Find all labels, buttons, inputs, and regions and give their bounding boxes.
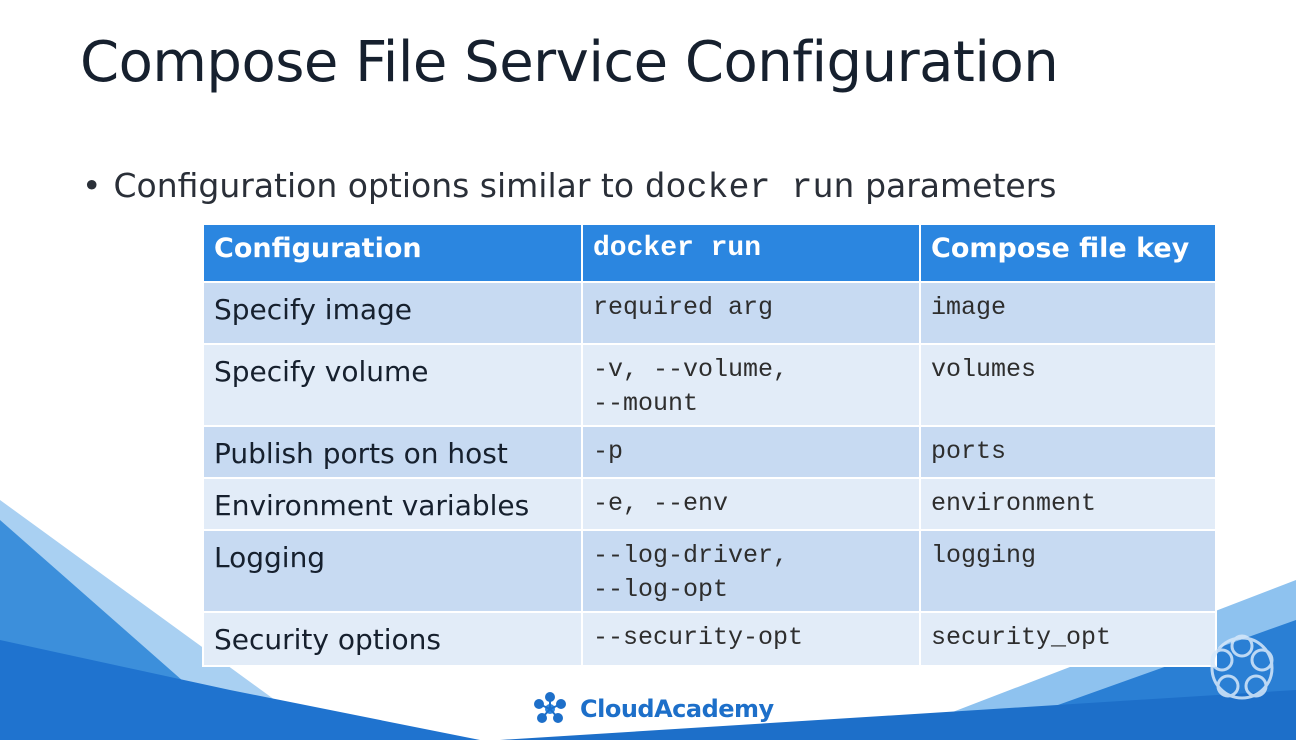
brand-name: CloudAcademy — [580, 695, 774, 723]
cell-docker-run: -v, --volume, --mount — [581, 343, 921, 427]
bullet-code: docker run — [644, 168, 855, 208]
cell-configuration: Environment variables — [202, 477, 583, 531]
cell-docker-run: -p — [581, 425, 921, 479]
cell-compose-key: ports — [919, 425, 1217, 479]
cell-compose-key: environment — [919, 477, 1217, 531]
slide-title: Compose File Service Configuration — [80, 30, 1059, 95]
table-row: Specify image required arg image — [202, 281, 1217, 345]
cloudacademy-logo-icon — [530, 689, 570, 729]
table-row: Security options --security-opt security… — [202, 611, 1217, 667]
brand-footer: CloudAcademy — [528, 686, 774, 732]
bullet-marker: • — [82, 166, 102, 205]
cell-docker-run: required arg — [581, 281, 921, 345]
bullet-point: • Configuration options similar to docker… — [82, 166, 1056, 208]
cell-docker-run: -e, --env — [581, 477, 921, 531]
cell-docker-run: --log-driver, --log-opt — [581, 529, 921, 613]
header-docker-run: docker run — [581, 223, 921, 283]
cell-configuration: Security options — [202, 611, 583, 667]
bullet-text-suffix: parameters — [854, 166, 1057, 205]
table-header-row: Configuration docker run Compose file ke… — [202, 223, 1217, 283]
bullet-text-prefix: Configuration options similar to — [113, 166, 645, 205]
table-row: Environment variables -e, --env environm… — [202, 477, 1217, 531]
bottom-background-band — [500, 690, 1296, 740]
cell-configuration: Logging — [202, 529, 583, 613]
header-configuration: Configuration — [202, 223, 583, 283]
cell-configuration: Specify image — [202, 281, 583, 345]
table-row: Specify volume -v, --volume, --mount vol… — [202, 343, 1217, 427]
cell-compose-key: volumes — [919, 343, 1217, 427]
cell-compose-key: logging — [919, 529, 1217, 613]
left-background-wedge-dark — [0, 640, 480, 740]
cloudacademy-watermark-icon — [1210, 634, 1274, 700]
cell-docker-run: --security-opt — [581, 611, 921, 667]
table-row: Publish ports on host -p ports — [202, 425, 1217, 479]
configuration-table: Configuration docker run Compose file ke… — [202, 223, 1217, 667]
cell-compose-key: image — [919, 281, 1217, 345]
header-compose-key: Compose file key — [919, 223, 1217, 283]
cell-configuration: Specify volume — [202, 343, 583, 427]
table-row: Logging --log-driver, --log-opt logging — [202, 529, 1217, 613]
cell-configuration: Publish ports on host — [202, 425, 583, 479]
cell-compose-key: security_opt — [919, 611, 1217, 667]
